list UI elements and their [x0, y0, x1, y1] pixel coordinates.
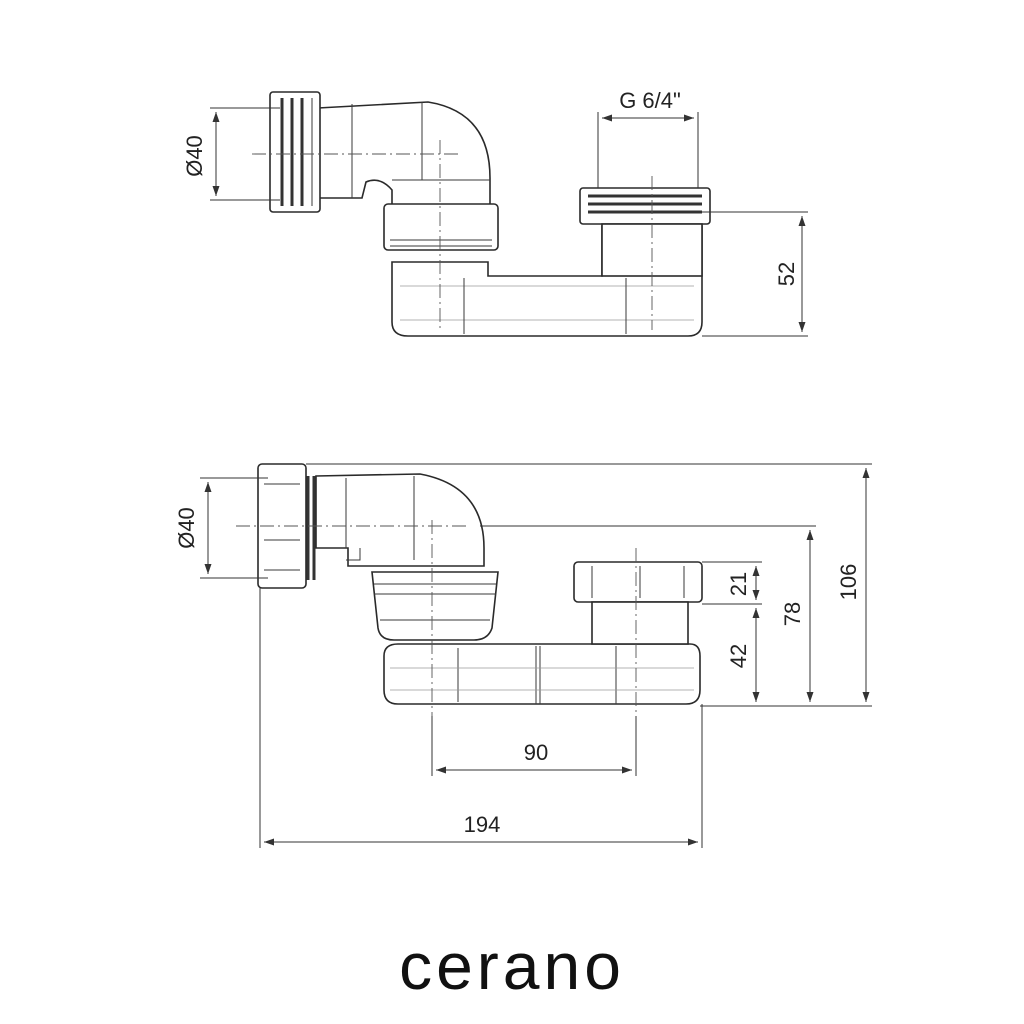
top-dim-diameter-label: Ø40: [182, 135, 207, 177]
front-dim-42: 42: [700, 608, 762, 707]
front-dim-90-label: 90: [524, 740, 548, 765]
top-dim-height-label: 52: [774, 262, 799, 286]
front-view-siphon: [236, 463, 703, 716]
front-dim-90: 90: [431, 716, 637, 776]
front-dim-21-label: 21: [726, 572, 751, 596]
front-dim-diameter: Ø40: [174, 477, 268, 579]
top-view-siphon: [252, 91, 711, 337]
top-dim-diameter: Ø40: [182, 107, 280, 201]
top-dim-height: 52: [702, 211, 808, 337]
top-right-outlet: [579, 187, 711, 225]
front-left-nut: [257, 463, 307, 589]
top-dim-thread-label: G 6/4": [619, 88, 681, 113]
top-dim-thread: G 6/4": [597, 88, 699, 188]
front-dim-106: 106: [306, 463, 872, 707]
front-dim-194-label: 194: [464, 812, 501, 837]
front-dim-21: 21: [702, 561, 762, 605]
front-dim-diameter-label: Ø40: [174, 507, 199, 549]
brand-logo-text: cerano: [399, 929, 625, 1003]
front-dim-106-label: 106: [836, 564, 861, 601]
front-dim-78: 78: [480, 525, 816, 707]
front-trap-base: [383, 643, 701, 705]
front-dim-78-label: 78: [780, 602, 805, 626]
front-vertical-coupling: [371, 571, 499, 641]
front-dim-194: 194: [259, 588, 703, 848]
front-dim-42-label: 42: [726, 644, 751, 668]
front-elbow-pipe: [315, 473, 485, 567]
top-coupling-ring: [383, 203, 499, 251]
front-right-outlet-nut: [573, 561, 703, 603]
